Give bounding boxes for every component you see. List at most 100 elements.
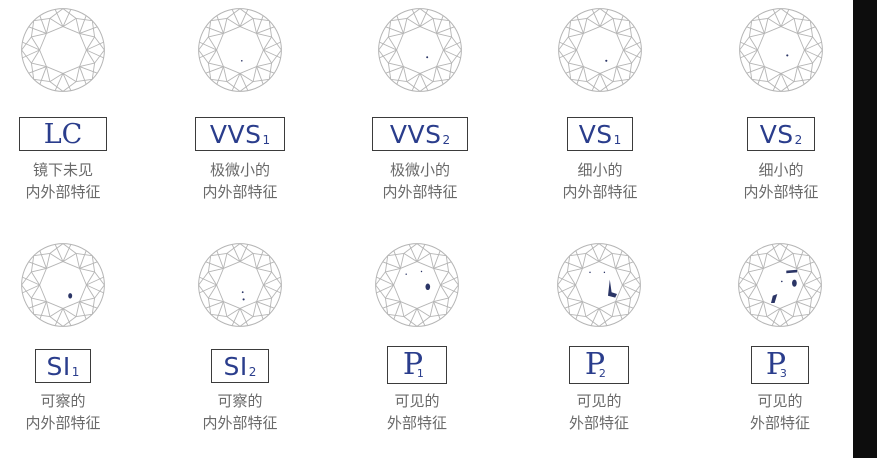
inclusion-mark xyxy=(608,279,617,298)
kite-facet-edge xyxy=(387,313,404,318)
table-edge xyxy=(403,66,421,74)
girdle-facet-edge xyxy=(436,15,444,34)
table-edge xyxy=(403,26,421,34)
girdle-facet-edge xyxy=(263,276,281,286)
girdle-facet-edge xyxy=(408,244,418,262)
star-facet-edge xyxy=(49,73,64,82)
girdle-facet-edge xyxy=(54,9,64,27)
girdle-facet-edge xyxy=(39,250,47,269)
girdle-facet-edge xyxy=(796,250,804,269)
girdle-facet-edge xyxy=(199,284,217,294)
star-facet-edge xyxy=(568,62,584,67)
kite-facet-edge xyxy=(49,243,64,254)
girdle-facet-edge xyxy=(436,26,455,34)
star-facet-edge xyxy=(406,18,421,27)
girdle-facet-edge xyxy=(797,66,816,74)
girdle-facet-edge xyxy=(623,41,641,51)
kite-facet-edge xyxy=(748,20,753,37)
table-edge xyxy=(419,66,437,74)
girdle-facet-edge xyxy=(771,244,781,262)
table-edge xyxy=(599,26,617,34)
kite-facet-edge xyxy=(612,313,629,318)
star-facet-edge xyxy=(748,297,764,302)
kite-facet-edge xyxy=(91,20,96,37)
grade-letters: SI xyxy=(46,351,71,381)
star-facet-edge xyxy=(256,268,272,273)
inclusion-mark xyxy=(603,271,606,274)
star-facet-edge xyxy=(780,73,795,82)
kite-facet-edge xyxy=(780,8,795,19)
grade-caption-vvs2: 极微小的 内外部特征 xyxy=(345,159,495,203)
kite-facet-edge xyxy=(767,81,782,92)
star-facet-edge xyxy=(793,18,798,34)
star-facet-edge xyxy=(567,268,583,273)
kite-facet-edge xyxy=(375,284,386,299)
girdle-facet-edge xyxy=(433,301,452,309)
table-edge xyxy=(39,268,47,286)
kite-facet-edge xyxy=(62,316,77,327)
table-edge xyxy=(616,33,624,51)
table-edge xyxy=(756,268,764,286)
star-facet-edge xyxy=(433,297,449,302)
table-edge xyxy=(79,284,87,302)
table-edge xyxy=(256,268,264,286)
star-facet-edge xyxy=(764,66,769,82)
table-edge xyxy=(393,284,401,302)
inclusion-mark xyxy=(240,59,243,62)
star-facet-edge xyxy=(433,268,449,273)
star-facet-edge xyxy=(763,253,768,269)
kite-facet-edge xyxy=(210,252,227,257)
table-edge xyxy=(576,49,584,67)
girdle-facet-edge xyxy=(231,73,241,91)
girdle-facet-edge xyxy=(796,261,815,269)
table-edge xyxy=(239,66,257,74)
kite-facet-edge xyxy=(558,36,569,51)
girdle-facet-edge xyxy=(779,308,789,326)
kite-facet-edge xyxy=(226,316,241,327)
kite-facet-edge xyxy=(766,316,781,327)
table-edge xyxy=(575,268,583,286)
table-edge xyxy=(46,26,64,34)
kite-facet-edge xyxy=(433,17,450,22)
star-facet-edge xyxy=(223,18,228,34)
table-edge xyxy=(757,33,765,51)
grade-subscript: 1 xyxy=(71,365,80,379)
table-edge xyxy=(763,261,781,269)
caption-line1: 可见的 xyxy=(394,392,440,410)
table-edge xyxy=(416,301,434,309)
star-facet-edge xyxy=(400,301,405,317)
table-edge xyxy=(583,26,601,34)
kite-facet-edge xyxy=(268,63,273,80)
kite-facet-edge xyxy=(767,8,782,19)
table-edge xyxy=(256,284,264,302)
kite-facet-edge xyxy=(631,36,642,51)
kite-facet-edge xyxy=(448,284,459,299)
girdle-facet-edge xyxy=(382,261,401,269)
girdle-facet-edge xyxy=(263,49,281,59)
girdle-facet-edge xyxy=(385,66,404,74)
star-facet-edge xyxy=(615,297,631,302)
kite-facet-edge xyxy=(271,284,282,299)
girdle-facet-edge xyxy=(39,301,47,320)
star-facet-edge xyxy=(226,253,241,262)
star-facet-edge xyxy=(623,49,632,64)
girdle-facet-edge xyxy=(558,284,576,294)
star-facet-edge xyxy=(796,297,812,302)
girdle-facet-edge xyxy=(565,66,584,74)
table-edge xyxy=(239,26,257,34)
table-edge xyxy=(223,301,241,309)
grade-caption-si1: 可察的 内外部特征 xyxy=(0,390,138,434)
star-facet-edge xyxy=(252,253,257,269)
grade-letters: VS xyxy=(578,119,613,149)
girdle-facet-edge xyxy=(599,9,609,27)
star-facet-edge xyxy=(226,73,241,82)
star-facet-edge xyxy=(599,18,614,27)
girdle-facet-edge xyxy=(615,261,634,269)
kite-facet-edge xyxy=(207,20,212,37)
kite-facet-edge xyxy=(226,8,241,19)
kite-facet-edge xyxy=(378,36,389,51)
kite-facet-edge xyxy=(94,36,105,51)
grade-subscript: 2 xyxy=(598,367,606,380)
